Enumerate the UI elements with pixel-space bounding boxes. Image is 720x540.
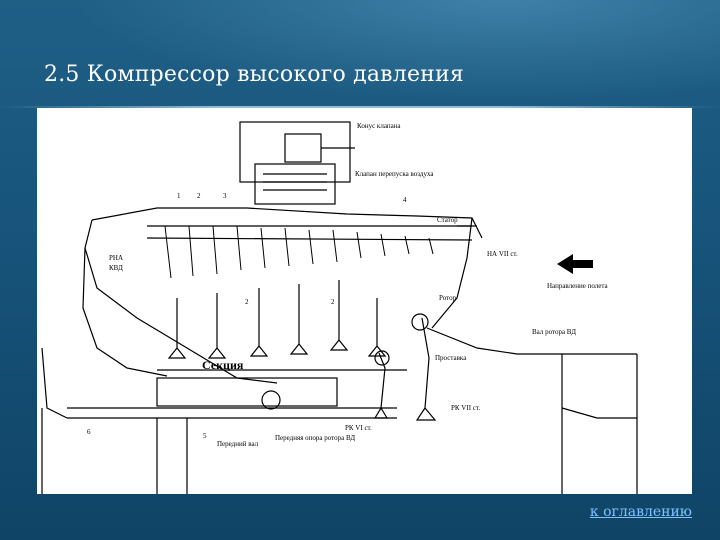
rotor-disks: [167, 280, 387, 359]
flight-direction-arrow: [557, 254, 593, 274]
label-valve-cone: Конус клапана: [357, 122, 401, 130]
label-rk6: РК VI ст.: [345, 424, 372, 432]
valve-housing: [239, 121, 351, 183]
title-divider: [0, 106, 720, 108]
compressor-drawing: Конус клапана Клапан перепуска воздуха С…: [41, 121, 638, 494]
label-section: Секция: [202, 358, 244, 372]
label-front-shaft: Передний вал: [217, 440, 259, 448]
label-flight-direction: Направление полета: [547, 282, 608, 290]
callout-2: 2: [197, 192, 201, 200]
label-na7: НА VII ст.: [487, 250, 518, 258]
label-kvd: КВД: [109, 264, 123, 272]
slide-title: 2.5 Компрессор высокого давления: [44, 62, 464, 87]
front-shaft: [156, 377, 338, 407]
label-rk7: РК VII ст.: [451, 404, 480, 412]
callout-4: 4: [403, 196, 407, 204]
label-stator: Статор: [437, 216, 458, 224]
front-bearing: [261, 390, 281, 410]
label-hp-rotor-shaft: Вал ротора ВД: [532, 328, 576, 336]
valve-cone: [284, 133, 322, 163]
bypass-valve-body: [254, 163, 336, 205]
table-of-contents-link[interactable]: к оглавлению: [589, 504, 692, 520]
callout-1: 1: [177, 192, 181, 200]
header-highlight: [0, 0, 720, 120]
outer-casing: [91, 207, 483, 239]
callout-3: 3: [223, 192, 227, 200]
callout-2c: 2: [331, 298, 335, 306]
label-rotor: Ротор: [439, 294, 457, 302]
label-rna: РНА: [109, 254, 123, 262]
label-bypass-valve: Клапан перепуска воздуха: [355, 170, 434, 178]
callout-2b: 2: [245, 298, 249, 306]
label-front-support: Передняя опора ротора ВД: [275, 434, 355, 442]
compressor-diagram: Конус клапана Клапан перепуска воздуха С…: [37, 108, 692, 494]
label-spacer: Проставка: [435, 354, 467, 362]
callout-6: 6: [87, 428, 91, 436]
callout-5: 5: [203, 432, 207, 440]
